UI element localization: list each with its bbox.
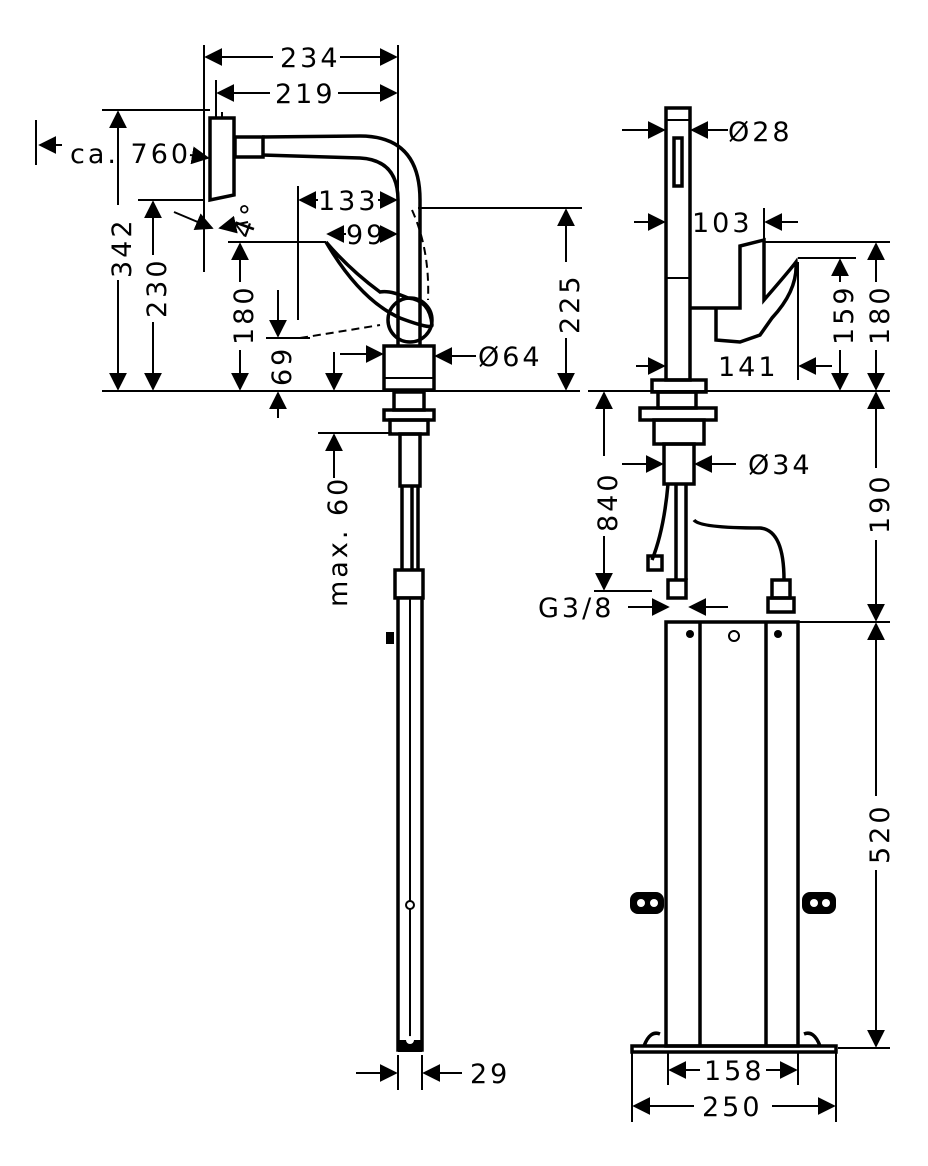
supply-hoses xyxy=(400,486,420,570)
front-lever xyxy=(690,237,798,344)
dim-69: 69 xyxy=(267,346,298,386)
front-column xyxy=(664,106,692,382)
faucet-base xyxy=(382,344,436,392)
dim-141: 141 xyxy=(718,352,779,383)
dim-230: 230 xyxy=(142,257,173,318)
dim-840: 840 xyxy=(593,471,624,532)
dim-520: 520 xyxy=(865,803,896,864)
dim-159: 159 xyxy=(829,284,860,345)
lever-handle xyxy=(324,240,434,329)
dim-225: 225 xyxy=(555,273,586,334)
spray-head xyxy=(208,116,236,203)
dim-158: 158 xyxy=(704,1056,765,1087)
dim-180-right: 180 xyxy=(865,284,896,345)
dim-ca-760: ca. 760 xyxy=(70,139,191,170)
dim-99: 99 xyxy=(346,220,386,251)
dim-219: 219 xyxy=(275,79,336,110)
dim-234: 234 xyxy=(280,43,341,74)
dim-g3-8: G3/8 xyxy=(538,593,614,624)
front-hoses xyxy=(650,483,786,581)
dim-dia-64: Ø64 xyxy=(478,342,543,373)
dim-180-left: 180 xyxy=(229,284,260,345)
dim-dia-34: Ø34 xyxy=(748,450,813,481)
dim-max-60: max. 60 xyxy=(323,476,354,607)
front-mounting-nut xyxy=(638,406,718,422)
sensor-box xyxy=(664,620,800,1048)
dim-342: 342 xyxy=(107,217,138,278)
dim-29: 29 xyxy=(470,1059,510,1090)
dim-133: 133 xyxy=(318,186,379,217)
dim-103: 103 xyxy=(692,208,753,239)
dim-4-deg: 4° xyxy=(227,197,269,242)
dim-dia-28: Ø28 xyxy=(728,117,793,148)
side-view: 234 219 ca. 760 342 230 4° 133 99 xyxy=(35,43,586,1090)
front-view: Ø28 103 180 159 141 840 Ø34 190 xyxy=(538,106,896,1123)
dim-190: 190 xyxy=(865,473,896,534)
faucet-column xyxy=(396,270,422,346)
dim-250: 250 xyxy=(702,1092,763,1123)
